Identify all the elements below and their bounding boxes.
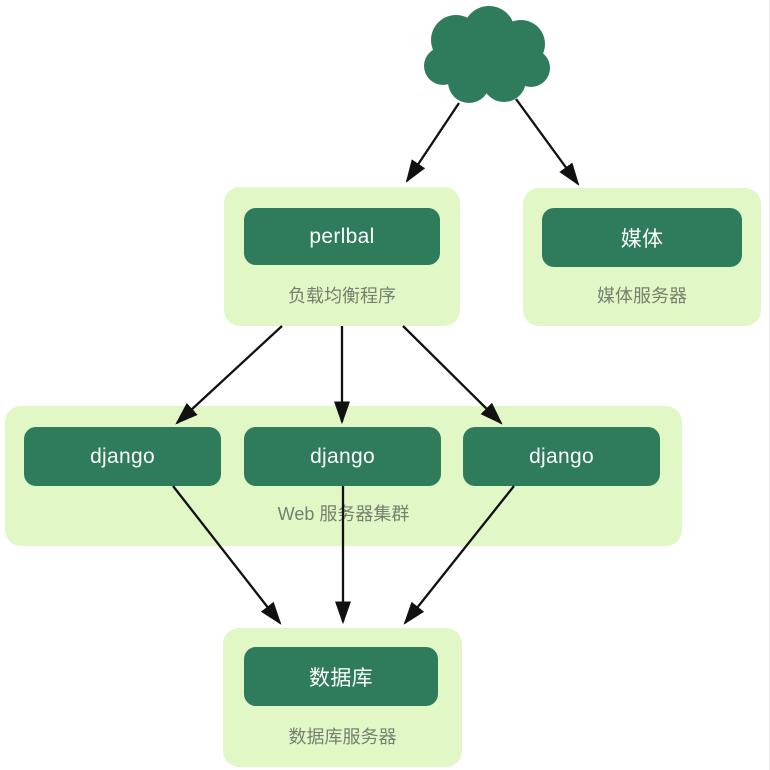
- media-node-label: 媒体: [620, 227, 664, 251]
- django-node-2-label: django: [310, 444, 375, 468]
- media-node: 媒体: [542, 208, 742, 267]
- database-group: 数据库 数据库服务器: [223, 628, 462, 767]
- web-cluster-group: django django django Web 服务器集群: [5, 406, 682, 546]
- load-balancer-caption: 负载均衡程序: [288, 286, 396, 306]
- django-node-1-label: django: [90, 444, 155, 468]
- cloud-icon: [424, 6, 550, 103]
- media-server-caption: 媒体服务器: [597, 286, 687, 306]
- media-server-group: 媒体 媒体服务器: [523, 188, 761, 326]
- django-node-2: django: [244, 427, 441, 486]
- django-node-1: django: [24, 427, 221, 486]
- arrow-cloud-to-media: [515, 98, 580, 186]
- database-caption: 数据库服务器: [288, 727, 397, 747]
- perlbal-node: perlbal: [244, 208, 440, 265]
- database-node-label: 数据库: [309, 666, 373, 690]
- arrow-cloud-to-loadbalancer: [405, 102, 460, 183]
- django-node-3-label: django: [529, 444, 594, 468]
- perlbal-node-label: perlbal: [309, 224, 375, 248]
- load-balancer-group: perlbal 负载均衡程序: [224, 187, 460, 326]
- database-node: 数据库: [244, 647, 438, 706]
- django-node-3: django: [463, 427, 660, 486]
- web-cluster-caption: Web 服务器集群: [277, 504, 410, 524]
